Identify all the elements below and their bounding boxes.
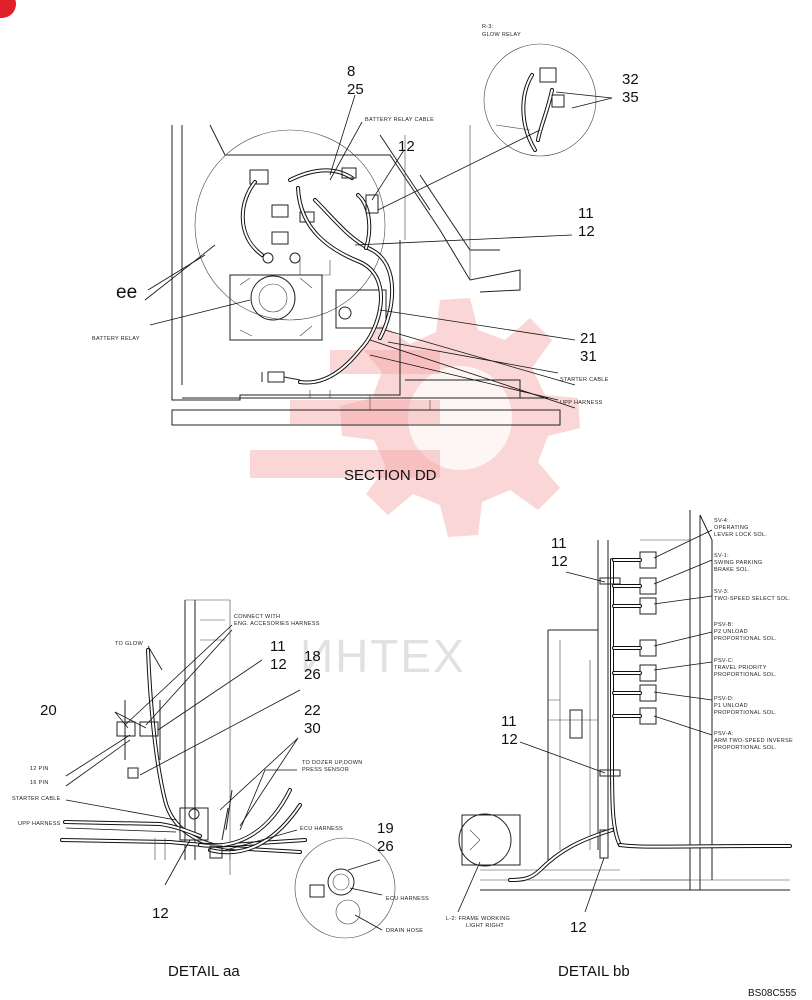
drawing-code: BS08C555 [748, 988, 797, 999]
dd-label-battery-relay: BATTERY RELAY [92, 336, 140, 342]
detail-bb-title: DETAIL bb [558, 963, 630, 980]
aa-label-connect: CONNECT WITH [234, 614, 280, 620]
bb-label-sv4: SV-4: [714, 518, 729, 524]
bb-label-psvd-name: P1 UNLOAD [714, 703, 748, 709]
bb-label-psvb-sol: PROPORTIONAL SOL. [714, 636, 777, 642]
bb-label-sv4-name: OPERATING [714, 525, 749, 531]
dd-label-glow-relay: GLOW RELAY [482, 32, 521, 38]
bb-label-sv1-sol: BRAKE SOL. [714, 567, 750, 573]
aa-callout-20: 20 [40, 702, 57, 719]
aa-label-12pin: 12 PIN [30, 766, 49, 772]
dd-callout-8: 8 [347, 63, 355, 80]
bb-label-psvc-name: TRAVEL PRIORITY [714, 665, 767, 671]
bb-label-sv3-name: TWO-SPEED SELECT SOL. [714, 596, 791, 602]
aa-label-ecu-harness: ECU HARNESS [300, 826, 343, 832]
aa-callout-18: 18 [304, 648, 321, 665]
bb-callout-11b: 11 [501, 713, 517, 730]
aa-callout-22: 22 [304, 702, 321, 719]
watermark-gear [250, 298, 580, 537]
bb-label-psvb-name: P2 UNLOAD [714, 629, 748, 635]
detail-aa-title: DETAIL aa [168, 963, 240, 980]
aa-callout-12b: 12 [152, 905, 169, 922]
dd-callout-12: 12 [398, 138, 415, 155]
bb-callout-12c: 12 [570, 919, 587, 936]
aa-label-16pin: 16 PIN [30, 780, 49, 786]
aa-label-press-sensor: PRESS SENSOR [302, 767, 349, 773]
bb-label-psva-name: ARM TWO-SPEED INVERSE [714, 738, 793, 744]
detail-bb [457, 510, 792, 913]
dd-label-starter-cable: STARTER CABLE [560, 377, 609, 383]
bb-label-sv1: SV-1: [714, 553, 729, 559]
aa-callout-26b: 26 [377, 838, 394, 855]
bb-label-l2-light: LIGHT RIGHT [466, 923, 504, 929]
corner-mark [0, 0, 16, 18]
aa-callout-26: 26 [304, 666, 321, 683]
bb-callout-11: 11 [551, 535, 567, 552]
dd-callout-12b: 12 [578, 223, 595, 240]
aa-label-starter-cable: STARTER CABLE [12, 796, 61, 802]
bb-label-sv1-name: SWING PARKING [714, 560, 762, 566]
aa-callout-11: 11 [270, 638, 286, 655]
dd-callout-ee: ee [116, 282, 137, 303]
aa-label-drain-hose: DRAIN HOSE [386, 928, 423, 934]
detail-aa [60, 599, 396, 939]
bb-label-psvc: PSV-C: [714, 658, 734, 664]
aa-callout-12: 12 [270, 656, 287, 673]
section-dd [144, 43, 613, 426]
dd-callout-31: 31 [580, 348, 597, 365]
bb-label-psvc-sol: PROPORTIONAL SOL. [714, 672, 777, 678]
aa-label-ecu-harness-2: ECU HARNESS [386, 896, 429, 902]
dd-callout-32: 32 [622, 71, 639, 88]
aa-label-dozer: TO DOZER UP,DOWN [302, 760, 363, 766]
bb-callout-12: 12 [551, 553, 568, 570]
bb-label-psvd: PSV-D: [714, 696, 734, 702]
watermark-text: ИНТЕХ [300, 630, 466, 682]
dd-callout-11: 11 [578, 205, 594, 222]
aa-callout-30: 30 [304, 720, 321, 737]
bb-label-psvd-sol: PROPORTIONAL SOL. [714, 710, 777, 716]
dd-label-glow-relay-id: R-3: [482, 24, 494, 30]
dd-callout-21: 21 [580, 330, 597, 347]
bb-label-sv4-sol: LEVER LOCK SOL. [714, 532, 767, 538]
bb-label-l2: L-2: FRAME WORKING [446, 916, 510, 922]
dd-label-upp-harness: UPP HARNESS [560, 400, 603, 406]
aa-label-upp-harness: UPP HARNESS [18, 821, 61, 827]
aa-callout-19: 19 [377, 820, 394, 837]
bb-label-psvb: PSV-B: [714, 622, 734, 628]
bb-label-sv3: SV-3: [714, 589, 729, 595]
aa-label-to-glow: TO GLOW [115, 641, 143, 647]
bb-label-psva: PSV-A: [714, 731, 734, 737]
dd-label-battery-relay-cable: BATTERY RELAY CABLE [365, 117, 434, 123]
bb-label-psva-sol: PROPORTIONAL SOL. [714, 745, 777, 751]
dd-callout-35: 35 [622, 89, 639, 106]
dd-callout-25: 25 [347, 81, 364, 98]
aa-label-eng-acc-harness: ENG. ACCESORIES HARNESS [234, 621, 320, 627]
bb-callout-12b: 12 [501, 731, 518, 748]
section-dd-title: SECTION DD [344, 467, 437, 484]
